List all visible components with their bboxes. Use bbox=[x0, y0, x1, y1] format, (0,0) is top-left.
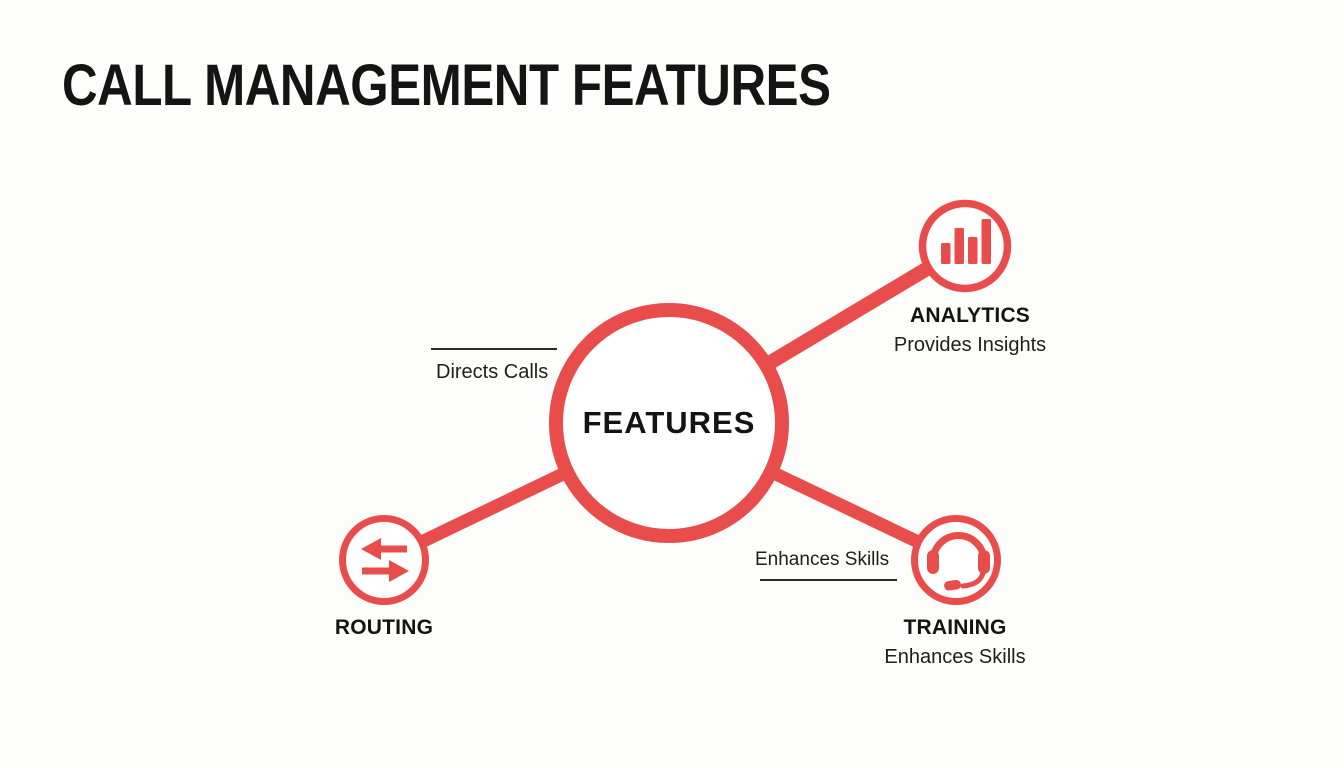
training-label: TRAINING bbox=[903, 616, 1007, 639]
routing-circle bbox=[339, 515, 429, 605]
training-caption: TRAINING Enhances Skills bbox=[884, 617, 1025, 667]
directs-calls-callout: Directs Calls bbox=[436, 361, 549, 383]
features-circle bbox=[549, 303, 789, 543]
headset-icon bbox=[927, 532, 990, 591]
training-sublabel: Enhances Skills bbox=[884, 646, 1026, 668]
routing-label: ROUTING bbox=[334, 616, 434, 639]
swap-arrows-icon bbox=[361, 538, 409, 582]
analytics-sublabel: Provides Insights bbox=[893, 334, 1047, 356]
training-node bbox=[911, 515, 1001, 605]
routing-caption: ROUTING bbox=[335, 617, 433, 638]
analytics-caption: ANALYTICS Provides Insights bbox=[894, 305, 1046, 355]
analytics-node bbox=[918, 199, 1012, 293]
analytics-label: ANALYTICS bbox=[909, 304, 1031, 327]
routing-node bbox=[339, 515, 429, 605]
bar-chart-icon bbox=[941, 219, 991, 264]
directs-calls-rule bbox=[431, 348, 557, 350]
page-title: CALL MANAGEMENT FEATURES bbox=[62, 53, 831, 118]
enhances-skills-callout: Enhances Skills bbox=[755, 549, 890, 570]
analytics-circle bbox=[918, 199, 1012, 293]
enhances-skills-rule bbox=[760, 579, 897, 581]
features-label: FEATURES bbox=[582, 405, 756, 440]
